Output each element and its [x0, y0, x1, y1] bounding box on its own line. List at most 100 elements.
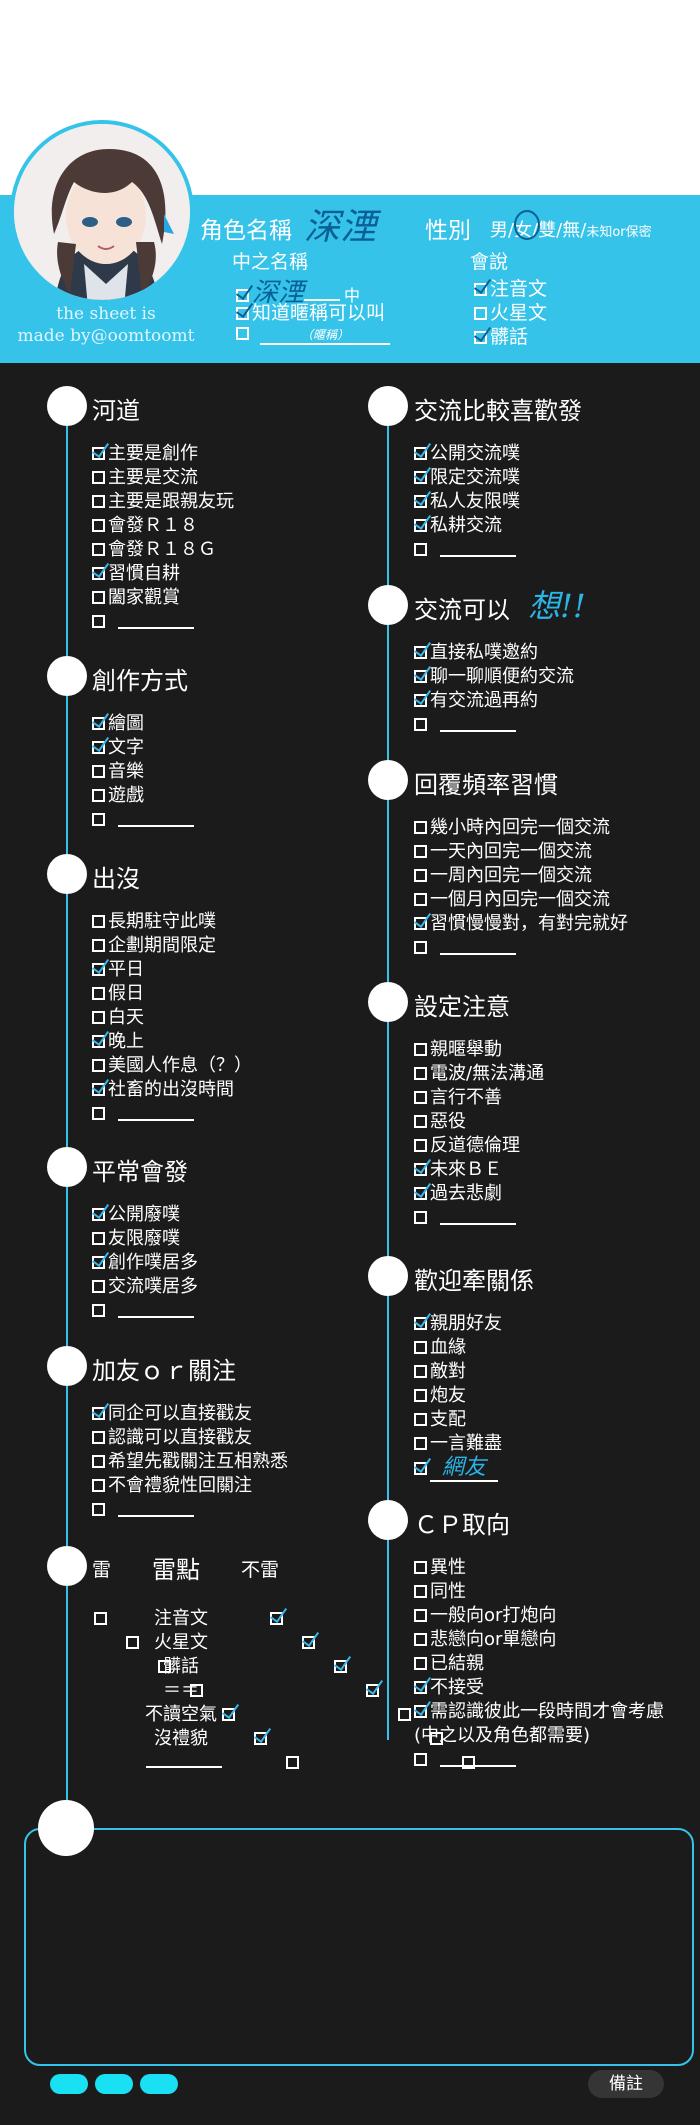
left-section-1-item-3[interactable]: 遊戲 — [92, 784, 144, 808]
left-section-3-item-1[interactable]: 友限廢噗 — [92, 1227, 180, 1251]
right-section-5-item-5[interactable]: 不接受 — [414, 1676, 484, 1700]
right-section-4-checkbox-1[interactable] — [414, 1341, 427, 1354]
right-section-5-item-6[interactable]: 需認識彼此一段時間才會考慮 — [414, 1700, 664, 1724]
right-section-3-checkbox-6[interactable] — [414, 1187, 427, 1200]
right-section-3-checkbox-3[interactable] — [414, 1115, 427, 1128]
right-section-5-item-2[interactable]: 一般向or打炮向 — [414, 1604, 556, 1628]
right-section-1-checkbox-1[interactable] — [414, 670, 427, 683]
left-section-4-item-4[interactable] — [92, 1498, 194, 1522]
left-section-1-blank-line[interactable] — [118, 813, 194, 827]
right-section-0-checkbox-1[interactable] — [414, 471, 427, 484]
right-section-2-item-4[interactable]: 習慣慢慢對，有對完就好 — [414, 912, 628, 936]
right-section-2-item-1[interactable]: 一天內回完一個交流 — [414, 840, 592, 864]
right-section-3-blank-line[interactable] — [440, 1211, 516, 1225]
left-section-2-checkbox-6[interactable] — [92, 1059, 105, 1072]
left-section-4-checkbox-1[interactable] — [92, 1431, 105, 1444]
right-section-3-checkbox-4[interactable] — [414, 1139, 427, 1152]
right-section-3-checkbox-1[interactable] — [414, 1067, 427, 1080]
left-section-4-blank-line[interactable] — [118, 1503, 194, 1517]
right-section-4-checkbox-4[interactable] — [414, 1413, 427, 1426]
left-section-0-blank-line[interactable] — [118, 615, 194, 629]
left-section-0-item-5[interactable]: 習慣自耕 — [92, 562, 180, 586]
right-section-4-checkbox-5[interactable] — [414, 1437, 427, 1450]
right-section-1-blank-line[interactable] — [440, 718, 516, 732]
right-section-1-checkbox-0[interactable] — [414, 646, 427, 659]
left-section-3-checkbox-3[interactable] — [92, 1280, 105, 1293]
left-section-2-checkbox-0[interactable] — [92, 915, 105, 928]
left-section-0-checkbox-3[interactable] — [92, 519, 105, 532]
nickname-placeholder[interactable]: （暱稱） — [260, 326, 390, 345]
left-section-2-item-8[interactable] — [92, 1102, 194, 1126]
left-section-2-item-3[interactable]: 假日 — [92, 982, 144, 1006]
right-section-2-checkbox-0[interactable] — [414, 821, 427, 834]
right-section-2-item-0[interactable]: 幾小時內回完一個交流 — [414, 816, 610, 840]
right-section-3-checkbox-5[interactable] — [414, 1163, 427, 1176]
right-section-5-checkbox-1[interactable] — [414, 1585, 427, 1598]
left-section-4-item-1[interactable]: 認識可以直接戳友 — [92, 1426, 252, 1450]
left-section-0-checkbox-0[interactable] — [92, 447, 105, 460]
right-section-2-item-5[interactable] — [414, 936, 516, 960]
left-section-4-checkbox-3[interactable] — [92, 1479, 105, 1492]
right-section-0-blank-line[interactable] — [440, 543, 516, 557]
lang-checkbox-1[interactable] — [474, 283, 487, 296]
left-section-2-checkbox-3[interactable] — [92, 987, 105, 1000]
right-section-3-item-5[interactable]: 未來ＢＥ — [414, 1158, 502, 1182]
right-section-3-item-7[interactable] — [414, 1206, 516, 1230]
gender-unknown[interactable]: 未知or保密 — [586, 225, 652, 240]
right-section-4-item-0[interactable]: 親朋好友 — [414, 1312, 502, 1336]
left-section-3-item-4[interactable] — [92, 1299, 194, 1323]
left-section-4-item-3[interactable]: 不會禮貌性回關注 — [92, 1474, 252, 1498]
grid-bulei-checkbox-6[interactable] — [462, 1756, 475, 1769]
grid-lei-checkbox-5[interactable] — [254, 1732, 267, 1745]
right-section-0-item-4[interactable] — [414, 538, 516, 562]
right-section-5-item-1[interactable]: 同性 — [414, 1580, 466, 1604]
right-section-4-checkbox-3[interactable] — [414, 1389, 427, 1402]
right-section-3-item-2[interactable]: 言行不善 — [414, 1086, 502, 1110]
left-section-1-checkbox-1[interactable] — [92, 741, 105, 754]
right-section-1-item-1[interactable]: 聊一聊順便約交流 — [414, 665, 574, 689]
left-section-1-checkbox-2[interactable] — [92, 765, 105, 778]
grid-lei-checkbox-3[interactable] — [190, 1684, 203, 1697]
right-section-5-checkbox-0[interactable] — [414, 1561, 427, 1574]
left-section-0-item-3[interactable]: 會發Ｒ１８ — [92, 514, 198, 538]
left-section-2-checkbox-7[interactable] — [92, 1083, 105, 1096]
right-section-4-checkbox-0[interactable] — [414, 1317, 427, 1330]
right-section-2-checkbox-5[interactable] — [414, 941, 427, 954]
nickname-checkbox-2[interactable] — [236, 307, 249, 320]
right-section-5-item-8[interactable] — [414, 1748, 516, 1772]
grid-lei-checkbox-0[interactable] — [94, 1612, 107, 1625]
left-section-1-item-0[interactable]: 繪圖 — [92, 712, 144, 736]
left-section-0-checkbox-1[interactable] — [92, 471, 105, 484]
left-section-0-item-2[interactable]: 主要是跟親友玩 — [92, 490, 234, 514]
right-section-0-item-2[interactable]: 私人友限噗 — [414, 490, 520, 514]
right-section-3-item-6[interactable]: 過去悲劇 — [414, 1182, 502, 1206]
right-section-5-checkbox-2[interactable] — [414, 1609, 427, 1622]
left-section-2-item-0[interactable]: 長期駐守此噗 — [92, 910, 216, 934]
left-section-0-checkbox-2[interactable] — [92, 495, 105, 508]
nickname-row-3[interactable]: （暱稱） — [236, 322, 390, 345]
left-section-0-item-7[interactable] — [92, 610, 194, 634]
right-section-5-item-4[interactable]: 已結親 — [414, 1652, 484, 1676]
nickname-row-2[interactable]: 知道暱稱可以叫 — [236, 298, 385, 325]
left-section-0-item-1[interactable]: 主要是交流 — [92, 466, 198, 490]
right-section-3-item-4[interactable]: 反道德倫理 — [414, 1134, 520, 1158]
right-section-3-item-1[interactable]: 電波/無法溝通 — [414, 1062, 544, 1086]
lang-row-3[interactable]: 髒話 — [474, 322, 528, 349]
left-section-1-checkbox-0[interactable] — [92, 717, 105, 730]
lang-checkbox-3[interactable] — [474, 331, 487, 344]
lang-checkbox-2[interactable] — [474, 307, 487, 320]
lang-row-1[interactable]: 注音文 — [474, 274, 547, 301]
right-section-5-checkbox-4[interactable] — [414, 1657, 427, 1670]
left-section-2-item-7[interactable]: 社畜的出沒時間 — [92, 1078, 234, 1102]
nickname-value[interactable]: 深湮 — [252, 278, 305, 308]
right-section-4-item-4[interactable]: 支配 — [414, 1408, 466, 1432]
lang-row-2[interactable]: 火星文 — [474, 298, 547, 325]
left-section-3-item-2[interactable]: 創作噗居多 — [92, 1251, 198, 1275]
grid-bulei-checkbox-5[interactable] — [430, 1732, 443, 1745]
right-section-0-item-3[interactable]: 私耕交流 — [414, 514, 502, 538]
left-section-3-checkbox-1[interactable] — [92, 1232, 105, 1245]
grid-bulei-checkbox-3[interactable] — [366, 1684, 379, 1697]
right-section-4-checkbox-6[interactable] — [414, 1462, 427, 1475]
right-section-4-item-2[interactable]: 敵對 — [414, 1360, 466, 1384]
grid-lei-checkbox-6[interactable] — [286, 1756, 299, 1769]
